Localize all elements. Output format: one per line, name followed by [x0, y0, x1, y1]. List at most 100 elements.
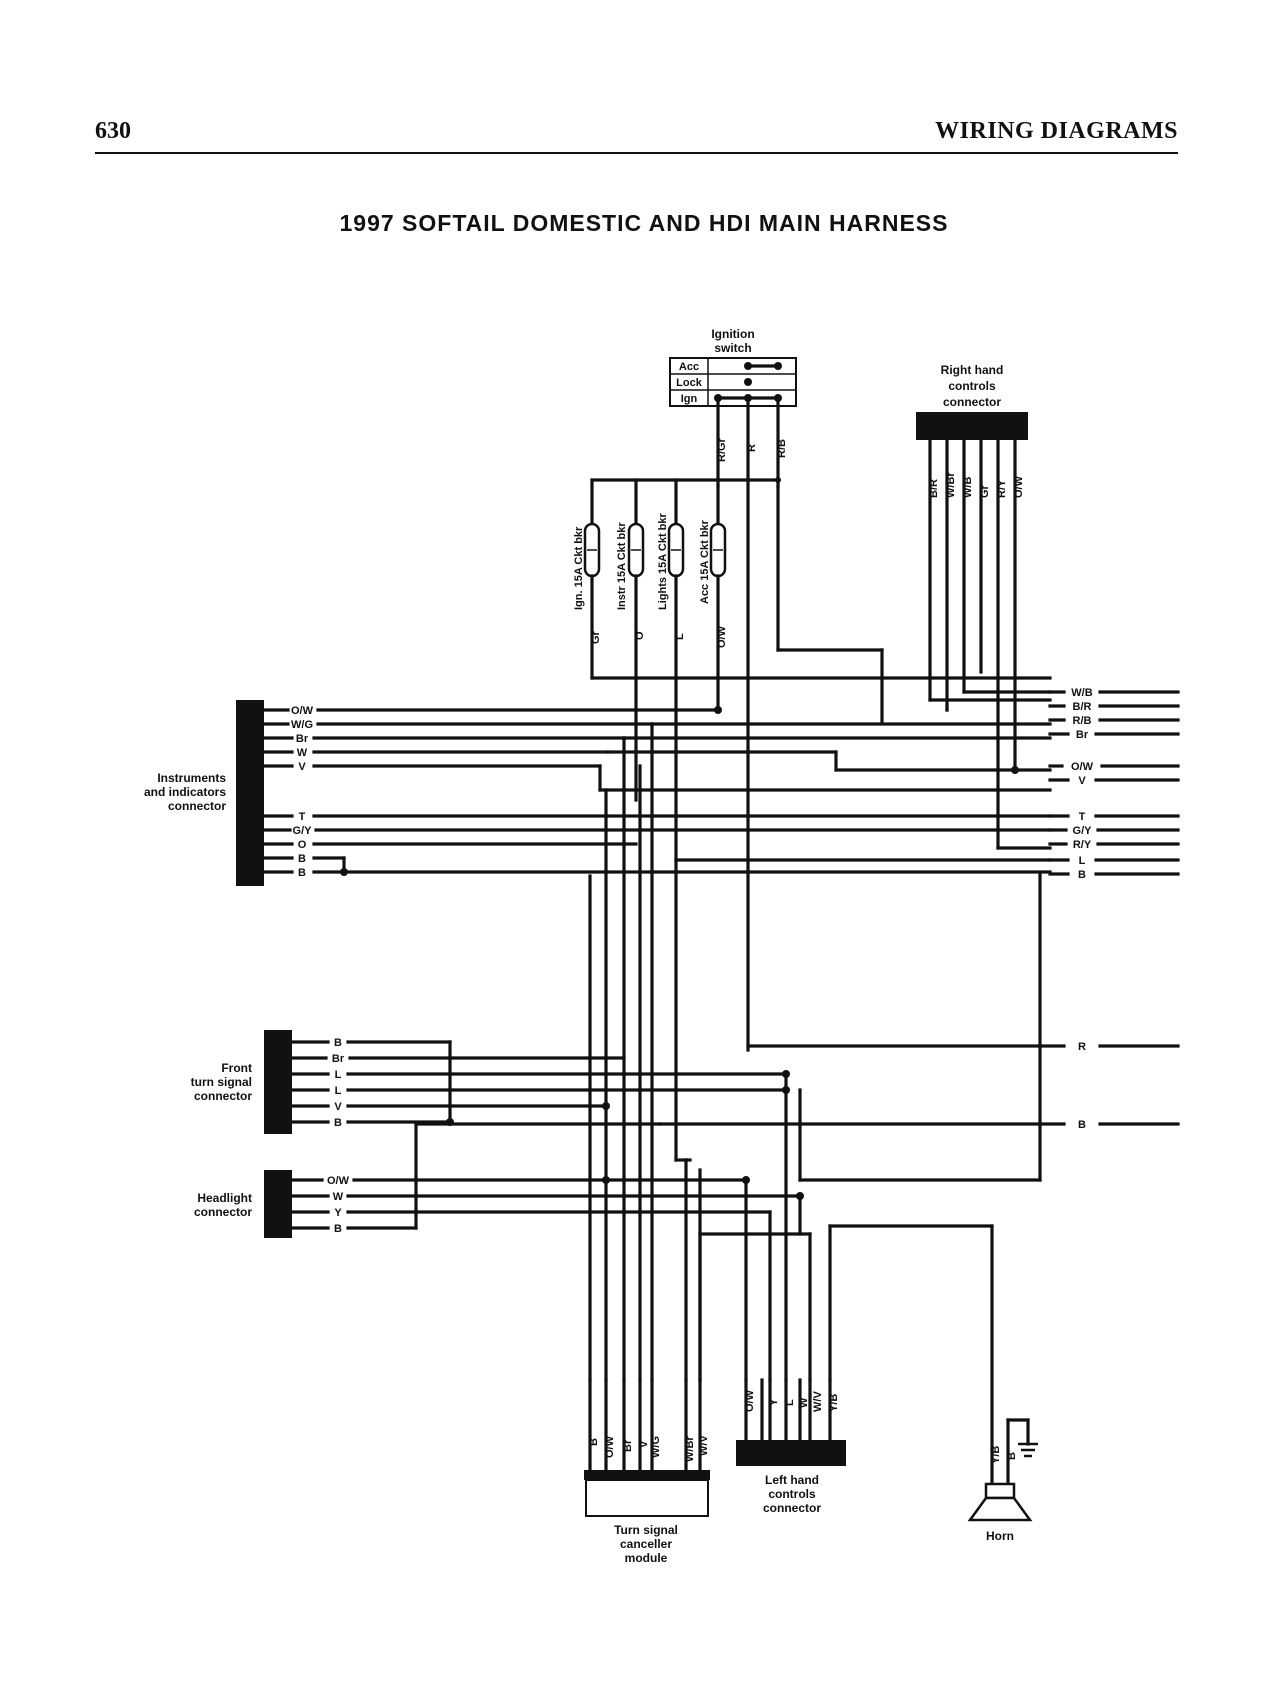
ignition-wire-rgr: R/Gr [716, 437, 728, 462]
lhc-wire-ow: O/W [744, 1389, 756, 1412]
rhc-label-3: connector [943, 395, 1001, 409]
edge-wire-v: V [1078, 775, 1086, 787]
edge-wire-b: B [1078, 869, 1086, 881]
fts-label-2: turn signal [191, 1075, 252, 1089]
horn-body [984, 1482, 1016, 1500]
tsm-wire-wg: W/G [650, 1436, 662, 1458]
edge-wire-br2: Br [1076, 729, 1089, 741]
lhc-wire-wv: W/V [812, 1391, 824, 1412]
rhc-wire-ow: O/W [1013, 475, 1025, 498]
instr-wire-b2: B [298, 867, 306, 879]
fts-wire-br: Br [332, 1053, 345, 1065]
headlight-wire-y: Y [334, 1207, 342, 1219]
tsm-label-1: Turn signal [614, 1523, 678, 1537]
edge-wire-r: R [1078, 1041, 1086, 1053]
headlight-wire-w: W [333, 1191, 344, 1203]
tsm-wire-b: B [588, 1438, 600, 1446]
instr-wire-gy: G/Y [293, 825, 313, 837]
right-hand-controls-connector: Right hand controls connector B/R W/Br W… [916, 363, 1028, 850]
tsm-wire-br: Br [622, 1439, 634, 1452]
horn-wire-yb: Y/B [990, 1446, 1002, 1464]
headlight-wire-ow: O/W [327, 1175, 350, 1187]
lhc-wire-y: Y [768, 1398, 780, 1406]
instr-wire-wg: W/G [291, 719, 313, 731]
ignition-switch-label-2: switch [714, 341, 751, 355]
lhc-wire-w: W [798, 1397, 810, 1408]
rhc-label-1: Right hand [941, 363, 1004, 377]
lhc-wire-l: L [784, 1399, 796, 1406]
rhc-wire-gr: Gr [979, 484, 991, 498]
breaker-ign-label: Ign. 15A Ckt bkr [573, 526, 585, 610]
rhc-wire-wb: W/B [962, 477, 974, 498]
diagram-title: 1997 SOFTAIL DOMESTIC AND HDI MAIN HARNE… [339, 210, 949, 236]
ignition-switch: Ignition switch Acc Lock Ign R/Gr R R/B [669, 327, 797, 1052]
breaker-instr-wire: O [634, 631, 646, 640]
edge-wire-b2: B [1078, 1119, 1086, 1131]
instr-wire-t: T [299, 811, 306, 823]
circuit-breaker-ign: Ign. 15A Ckt bkr [573, 522, 601, 610]
edge-wire-ry: R/Y [1073, 839, 1092, 851]
ignition-wire-rb: R/B [776, 439, 788, 458]
turn-signal-canceller-module: B O/W Br V W/G W/Br W/V Turn signal canc… [584, 1378, 710, 1565]
horn-label: Horn [986, 1529, 1014, 1543]
horn-wire-b: B [1006, 1452, 1018, 1460]
fts-wire-b2: B [334, 1117, 342, 1129]
circuit-breakers: Ign. 15A Ckt bkr Instr 15A Ckt bkr Light… [573, 513, 728, 862]
circuit-breaker-lights: Lights 15A Ckt bkr [657, 513, 685, 610]
horn: Y/B B Horn [967, 1418, 1038, 1543]
edge-wire-l: L [1079, 855, 1086, 867]
rhc-wire-ry: R/Y [996, 479, 1008, 498]
edge-wire-rb: R/B [1073, 715, 1092, 727]
rhc-label-2: controls [948, 379, 996, 393]
instr-label-2: and indicators [144, 785, 226, 799]
ignition-wire-r: R [746, 444, 758, 452]
instr-wire-v: V [298, 761, 306, 773]
lhc-label-2: controls [768, 1487, 816, 1501]
lhc-label-3: connector [763, 1501, 821, 1515]
breaker-ign-wire: Gr [590, 630, 602, 644]
fts-label-3: connector [194, 1089, 252, 1103]
breaker-lights-wire: L [674, 633, 686, 640]
ignition-position-lock: Lock [676, 377, 703, 389]
breaker-instr-label: Instr 15A Ckt bkr [616, 522, 628, 610]
edge-wire-t: T [1079, 811, 1086, 823]
fts-label-1: Front [221, 1061, 252, 1075]
tsm-label-2: canceller [620, 1537, 672, 1551]
ignition-position-acc: Acc [679, 361, 699, 373]
headlight-wire-b: B [334, 1223, 342, 1235]
breaker-acc-wire: O/W [716, 625, 728, 648]
ignition-switch-label-1: Ignition [711, 327, 754, 341]
circuit-breaker-instr: Instr 15A Ckt bkr [616, 522, 645, 610]
section-title: WIRING DIAGRAMS [935, 118, 1178, 144]
tsm-wire-wbr: W/Br [684, 1436, 696, 1462]
instruments-connector: Instruments and indicators connector O/W… [144, 700, 1052, 886]
headlight-label-1: Headlight [197, 1191, 252, 1205]
headlight-connector: Headlight connector O/W W Y B [194, 1122, 804, 1238]
fts-wire-b: B [334, 1037, 342, 1049]
tsm-wire-ow: O/W [604, 1435, 616, 1458]
fts-wire-v: V [334, 1101, 342, 1113]
left-hand-controls-connector: O/W Y L W W/V Y/B Left hand controls con… [736, 1378, 846, 1515]
horn-bell-icon [967, 1496, 1033, 1522]
rhc-wire-wbr: W/Br [945, 472, 957, 498]
tsm-label-3: module [625, 1551, 668, 1565]
lhc-wire-yb: Y/B [828, 1394, 840, 1412]
instr-wire-ow: O/W [291, 705, 314, 717]
breaker-acc-label: Acc 15A Ckt bkr [699, 519, 711, 604]
instr-wire-w: W [297, 747, 308, 759]
right-edge-wires: W/B B/R R/B Br O/W V T G/Y R/Y L B R B [658, 687, 1180, 1131]
instr-label-1: Instruments [157, 771, 226, 785]
headlight-label-2: connector [194, 1205, 252, 1219]
instr-wire-o: O [298, 839, 307, 851]
page-number: 630 [95, 118, 131, 144]
edge-wire-gy: G/Y [1073, 825, 1093, 837]
lhc-label-1: Left hand [765, 1473, 819, 1487]
tsm-wire-wv: W/V [698, 1435, 710, 1456]
edge-wire-br: B/R [1073, 701, 1092, 713]
instr-wire-br: Br [296, 733, 309, 745]
instr-wire-b1: B [298, 853, 306, 865]
tsm-wire-v: V [638, 1440, 650, 1448]
breaker-lights-label: Lights 15A Ckt bkr [657, 513, 669, 610]
ignition-position-ign: Ign [681, 393, 698, 405]
